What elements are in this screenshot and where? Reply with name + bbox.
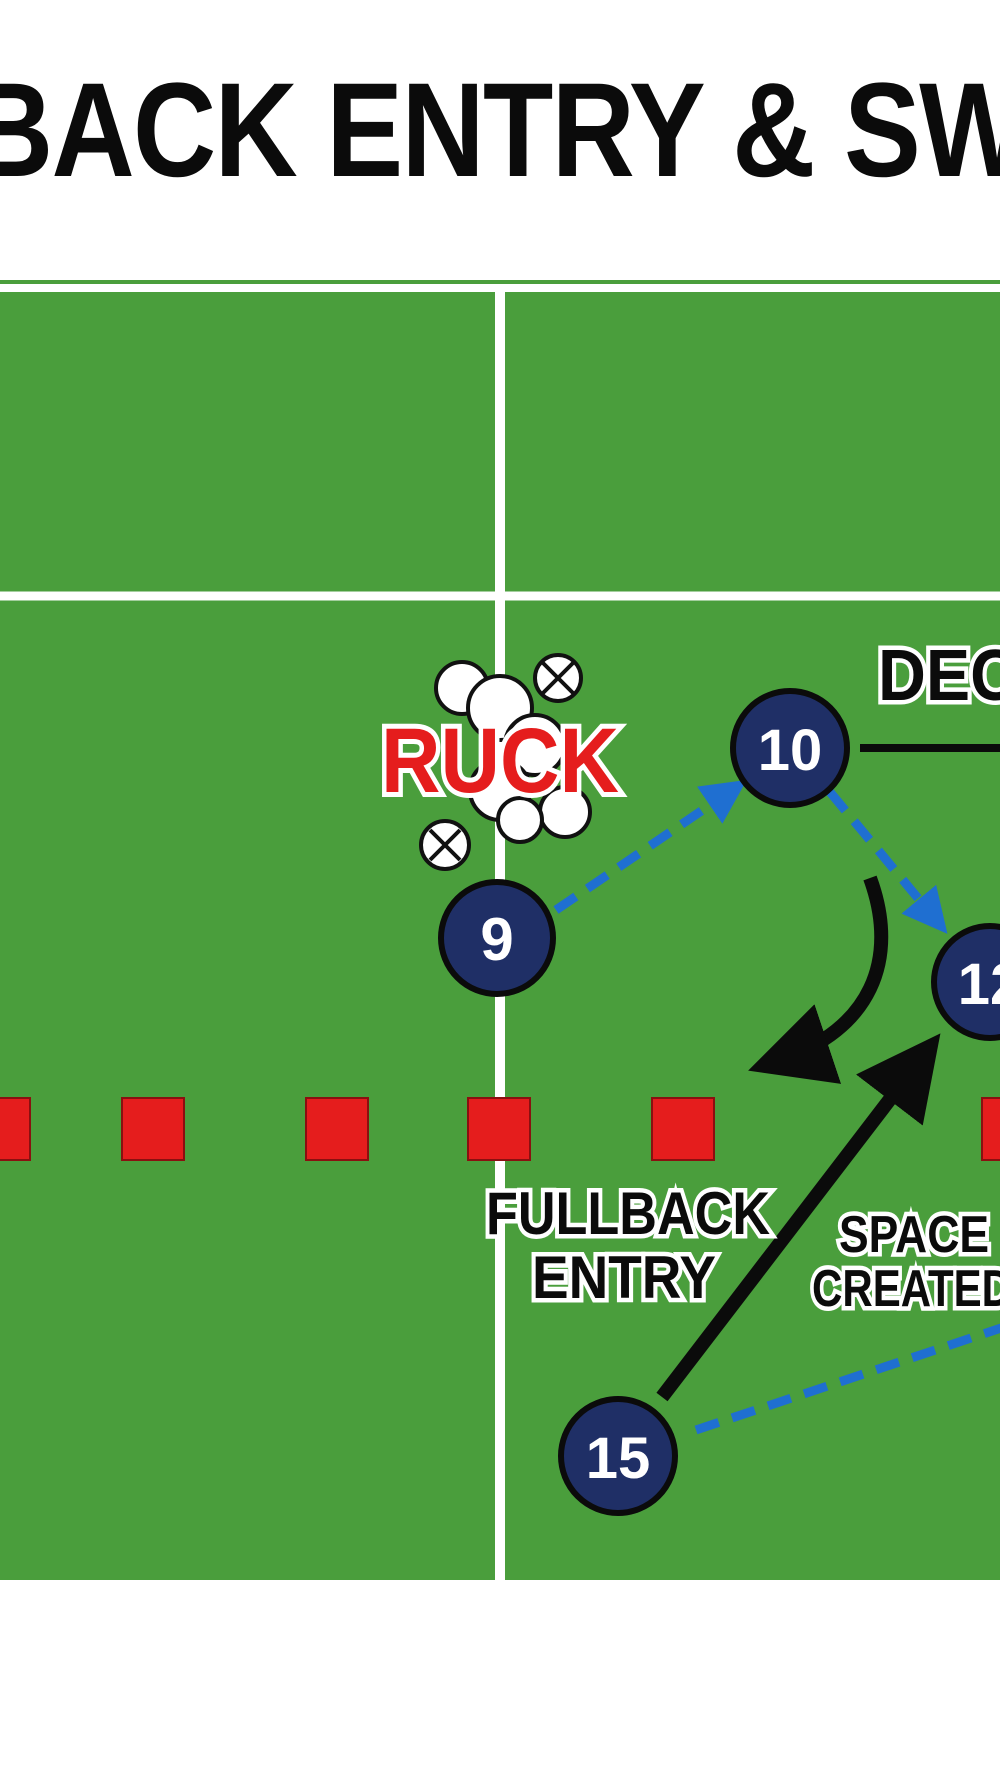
defence-marker — [651, 1097, 715, 1161]
defence-marker — [467, 1097, 531, 1161]
fullback-entry-arrow — [656, 1033, 941, 1402]
pitch-bottom-white — [0, 1580, 1000, 1792]
ruck-player-marker — [533, 653, 583, 703]
svg-text:CREATED: CREATED — [812, 1260, 1000, 1318]
svg-text:FULLBACK: FULLBACK — [486, 1180, 770, 1247]
defence-marker — [305, 1097, 369, 1161]
loop-run-arrow — [748, 875, 889, 1084]
defence-marker — [121, 1097, 185, 1161]
player-10: 10 — [730, 688, 850, 808]
svg-text:SPACE: SPACE — [839, 1206, 989, 1264]
space-created-label: SPACE CREATED — [808, 1202, 1000, 1323]
pass-15-to-wide — [694, 1323, 1000, 1435]
pass-10-to-12 — [826, 789, 948, 934]
svg-text:12: 12 — [958, 952, 1000, 1017]
defence-marker — [981, 1097, 1000, 1161]
ruck-cloud — [434, 660, 592, 844]
ruck-label: RUCK — [381, 710, 619, 812]
diagram-title: BACK ENTRY & SW — [0, 56, 1000, 205]
player-12: 12 — [931, 923, 1000, 1041]
defence-line — [0, 1097, 1000, 1161]
svg-text:9: 9 — [480, 906, 513, 973]
decision-label: DEC — [878, 636, 1000, 716]
svg-text:15: 15 — [586, 1426, 651, 1491]
player-9: 9 — [438, 879, 556, 997]
player-15: 15 — [558, 1396, 678, 1516]
svg-text:10: 10 — [758, 718, 823, 783]
svg-text:ENTRY: ENTRY — [532, 1244, 716, 1311]
fullback-entry-label: FULLBACK ENTRY — [482, 1176, 775, 1316]
defence-marker — [0, 1097, 31, 1161]
ruck-player-marker — [419, 819, 471, 871]
